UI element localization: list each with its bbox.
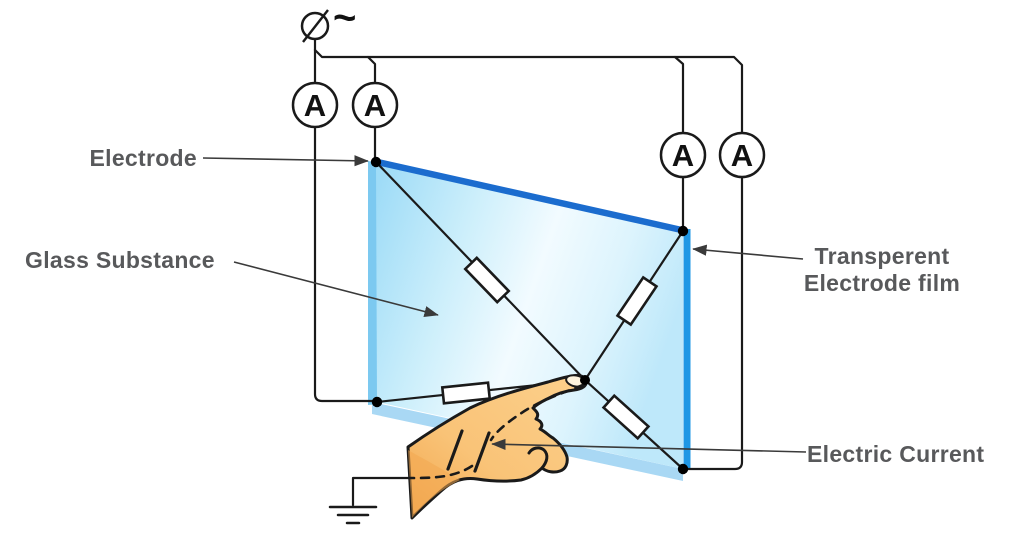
film-top-edge (374, 158, 687, 235)
corner-current-paths (374, 160, 685, 471)
electrode-dot-top-right (677, 225, 689, 237)
leader-lines (202, 155, 807, 453)
resistor-bottom-left (440, 381, 492, 405)
circuit-wires (313, 36, 744, 471)
ground-icon (328, 505, 378, 525)
ground-connection (328, 476, 411, 525)
transparent-film-label-line1: Transperent (815, 243, 950, 269)
ammeter-2: A (351, 81, 399, 129)
electric-current-label: Electric Current (807, 441, 984, 467)
corner-electrodes (370, 156, 689, 475)
glass-substance-label: Glass Substance (25, 247, 215, 273)
current-path-in-finger (489, 383, 585, 442)
ammeter-3: A (659, 131, 707, 179)
electrode-dot-bottom-left (371, 396, 383, 408)
ac-source: ~ (300, 0, 356, 43)
capacitor-icon (446, 429, 491, 473)
diagram-labels: Electrode Glass Substance Transperent El… (25, 145, 984, 467)
glass-substance-leader (233, 261, 439, 318)
ammeters: A A A A (291, 81, 766, 179)
ammeter-2-label: A (364, 88, 386, 123)
ammeter-3-label: A (672, 138, 694, 173)
ammeter-3-circle (659, 131, 707, 179)
ammeter-4: A (718, 131, 766, 179)
hand-wrist-shading (408, 450, 460, 518)
wire-hand-to-ground (351, 476, 411, 507)
resistor-top-left (463, 256, 511, 304)
wire-ammeter4-to-bottom-right (685, 175, 744, 471)
thumb-crease (527, 446, 549, 470)
wire-branch-ammeter2 (366, 55, 377, 85)
resistor-top-right (615, 275, 659, 327)
ammeter-4-circle (718, 131, 766, 179)
electrode-label: Electrode (89, 145, 197, 171)
capacitor-plate-right (473, 431, 491, 473)
electric-current-leader (491, 438, 807, 453)
touch-point-dot (580, 375, 590, 385)
ammeter-2-circle (351, 81, 399, 129)
capacitor-plate-left (446, 429, 464, 471)
transparent-film-label-line2: Electrode film (804, 270, 960, 296)
ac-tilde-symbol: ~ (333, 0, 356, 40)
ammeter-1: A (291, 81, 339, 129)
electrode-leader (202, 155, 369, 167)
film-leader (692, 244, 804, 260)
resistor-bottom-right (601, 393, 651, 441)
ammeter-4-label: A (731, 138, 753, 173)
wire-top-bus (313, 48, 744, 135)
wire-branch-ammeter3 (673, 55, 685, 135)
electrode-dot-top-left (370, 156, 382, 168)
electrode-dot-bottom-right (677, 463, 689, 475)
ammeter-1-circle (291, 81, 339, 129)
ac-source-slash (302, 9, 329, 43)
wire-ammeter1-to-bottom-left (313, 125, 374, 403)
ammeter-1-label: A (304, 88, 326, 123)
current-path-in-wrist (407, 464, 474, 480)
